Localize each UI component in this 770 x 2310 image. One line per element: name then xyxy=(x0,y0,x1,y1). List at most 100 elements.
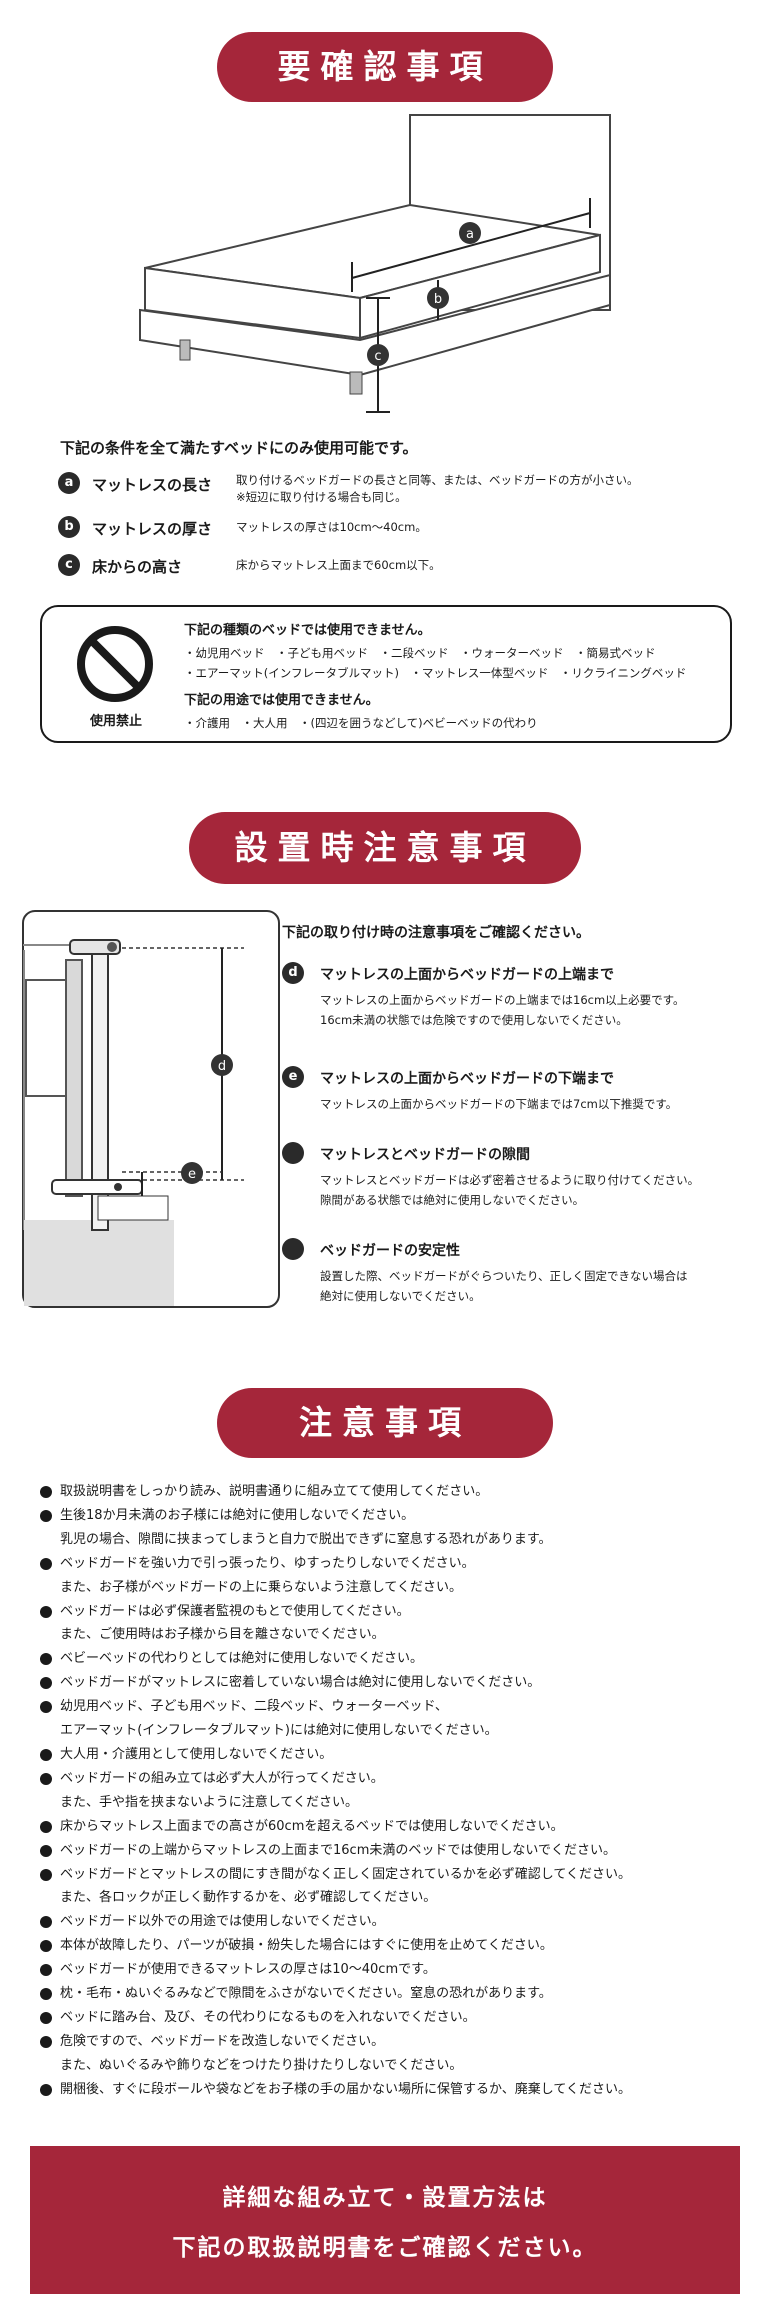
bullet-icon xyxy=(40,1486,52,1498)
bullet-icon xyxy=(40,1557,52,1570)
footer-line-1: 詳細な組み立て・設置方法は xyxy=(222,2185,548,2211)
caution-item: 大人用・介護用として使用しないでください。 xyxy=(40,1743,750,1767)
bullet-icon xyxy=(282,1238,304,1260)
condition-a: a マットレスの長さ 取り付けるベッドガードの長さと同等、または、ベッドガードの… xyxy=(58,472,738,504)
caution-text: ベッドガードは必ず保護者監視のもとで使用してください。 xyxy=(60,1603,410,1619)
condition-label: マットレスの長さ xyxy=(92,476,213,494)
bullet-icon xyxy=(40,1748,52,1761)
bullet-icon xyxy=(282,1142,304,1164)
instruction-text: マットレスの上面からベッドガードの下端までは7cm以下推奨です。 xyxy=(320,1097,678,1111)
bullet-icon xyxy=(40,1653,52,1666)
caution-text: ベッドガードの上端からマットレスの上面まで16cm未満のベッドでは使用しないでく… xyxy=(60,1842,616,1858)
bullet-icon xyxy=(40,2011,52,2024)
prohibition-line-3: ・介護用 ・大人用 ・(四辺を囲うなどして)ベビーベッドの代わり xyxy=(184,716,538,730)
guard-installation-diagram: d e xyxy=(22,910,280,1308)
section-title-cautions: 注意事項 xyxy=(217,1388,553,1458)
prohibition-heading-2: 下記の用途では使用できません。 xyxy=(184,693,379,708)
instruction-text: 16cm未満の状態では危険ですので使用しないでください。 xyxy=(320,1013,628,1027)
condition-label: マットレスの厚さ xyxy=(92,520,213,538)
caution-text: 大人用・介護用として使用しないでください。 xyxy=(60,1746,333,1762)
condition-desc: 取り付けるベッドガードの長さと同等、または、ベッドガードの方が小さい。 xyxy=(236,473,639,487)
prohibition-line-1: ・幼児用ベッド ・子ども用ベッド ・二段ベッド ・ウォーターベッド ・簡易式ベッ… xyxy=(184,646,656,660)
bullet-icon xyxy=(40,1940,52,1953)
condition-desc: 床からマットレス上面まで60cm以下。 xyxy=(236,558,441,572)
badge-a: a xyxy=(58,472,80,494)
caution-text: ベッドガードを強い力で引っ張ったり、ゆすったりしないでください。 xyxy=(60,1555,475,1571)
bullet-icon xyxy=(40,1677,52,1690)
caution-text: 生後18か月未満のお子様には絶対に使用しないでください。 xyxy=(60,1507,415,1523)
prohibition-line-2: ・エアーマット(インフレータブルマット) ・マットレス一体型ベッド ・リクライニ… xyxy=(184,666,687,680)
caution-list: 取扱説明書をしっかり読み、説明書通りに組み立てて使用してください。生後18か月未… xyxy=(40,1480,750,2102)
svg-text:c: c xyxy=(374,349,381,364)
caution-text: ベッドに踏み台、及び、その代わりになるものを入れないでください。 xyxy=(60,2009,476,2025)
caution-item: ベッドガード以外での用途では使用しないでください。 xyxy=(40,1910,750,1934)
label-b: b xyxy=(427,287,449,309)
caution-text: また、ご使用時はお子様から目を離さないでください。 xyxy=(60,1627,385,1643)
caution-item: 枕・毛布・ぬいぐるみなどで隙間をふさがないでください。窒息の恐れがあります。 xyxy=(40,1982,750,2006)
caution-item: また、手や指を挟まないように注意してください。 xyxy=(40,1791,750,1815)
prohibition-label: 使用禁止 xyxy=(89,714,142,729)
label-e: e xyxy=(181,1162,203,1184)
bullet-icon xyxy=(40,1844,52,1857)
badge-d: d xyxy=(282,962,304,984)
bullet-icon xyxy=(40,1868,52,1881)
instruction-text: マットレスとベッドガードは必ず密着させるように取り付けてください。 xyxy=(320,1173,700,1187)
caution-item: 本体が故障したり、パーツが破損・紛失した場合にはすぐに使用を止めてください。 xyxy=(40,1934,750,1958)
svg-text:e: e xyxy=(188,1167,196,1182)
svg-text:b: b xyxy=(434,292,442,307)
footer-line-2: 下記の取扱説明書をご確認ください。 xyxy=(172,2235,598,2261)
caution-item: ベビーベッドの代わりとしては絶対に使用しないでください。 xyxy=(40,1647,750,1671)
caution-text: また、ぬいぐるみや飾りなどをつけたり掛けたりしないでください。 xyxy=(60,2057,463,2073)
instruction-heading: マットレスの上面からベッドガードの上端まで xyxy=(320,967,614,983)
section-title-check: 要確認事項 xyxy=(217,32,553,102)
caution-text: 取扱説明書をしっかり読み、説明書通りに組み立てて使用してください。 xyxy=(60,1484,489,1499)
prohibition-heading-1: 下記の種類のベッドでは使用できません。 xyxy=(184,623,431,638)
caution-text: 乳児の場合、隙間に挟まってしまうと自力で脱出できずに窒息する恐れがあります。 xyxy=(60,1531,552,1547)
caution-text: ベッドガードの組み立ては必ず大人が行ってください。 xyxy=(60,1770,384,1786)
caution-item: 取扱説明書をしっかり読み、説明書通りに組み立てて使用してください。 xyxy=(40,1480,750,1504)
bullet-icon xyxy=(40,2083,52,2096)
bullet-icon xyxy=(40,1916,52,1929)
bullet-icon xyxy=(40,1772,52,1785)
caution-text: 床からマットレス上面までの高さが60cmを超えるベッドでは使用しないでください。 xyxy=(60,1818,564,1834)
caution-text: ベッドガード以外での用途では使用しないでください。 xyxy=(60,1914,385,1930)
caution-item: 乳児の場合、隙間に挟まってしまうと自力で脱出できずに窒息する恐れがあります。 xyxy=(40,1528,750,1552)
instruction-text: マットレスの上面からベッドガードの上端までは16cm以上必要です。 xyxy=(320,993,685,1007)
caution-text: 本体が故障したり、パーツが破損・紛失した場合にはすぐに使用を止めてください。 xyxy=(60,1938,553,1954)
caution-text: また、手や指を挟まないように注意してください。 xyxy=(60,1794,358,1810)
caution-item: また、ご使用時はお子様から目を離さないでください。 xyxy=(40,1623,750,1647)
condition-b: b マットレスの厚さ マットレスの厚さは10cm〜40cm。 xyxy=(58,516,738,542)
bullet-icon xyxy=(40,1509,52,1522)
condition-note: ※短辺に取り付ける場合も同じ。 xyxy=(236,490,407,504)
caution-text: また、お子様がベッドガードの上に乗らないよう注意してください。 xyxy=(60,1579,462,1595)
svg-text:a: a xyxy=(466,227,474,242)
caution-item: 床からマットレス上面までの高さが60cmを超えるベッドでは使用しないでください。 xyxy=(40,1815,750,1839)
caution-item: ベッドガードは必ず保護者監視のもとで使用してください。 xyxy=(40,1600,750,1624)
caution-text: また、各ロックが正しく動作するかを、必ず確認してください。 xyxy=(60,1890,437,1906)
caution-item: ベッドガードがマットレスに密着していない場合は絶対に使用しないでください。 xyxy=(40,1671,750,1695)
svg-text:d: d xyxy=(218,1059,226,1074)
condition-desc: マットレスの厚さは10cm〜40cm。 xyxy=(236,520,427,534)
conditions-title: 下記の条件を全て満たすベッドにのみ使用可能です。 xyxy=(60,439,418,457)
instruction-heading: ベッドガードの安定性 xyxy=(320,1243,460,1259)
caution-item: 開梱後、すぐに段ボールや袋などをお子様の手の届かない場所に保管するか、廃棄してく… xyxy=(40,2078,750,2102)
condition-label: 床からの高さ xyxy=(92,558,183,576)
installation-intro: 下記の取り付け時の注意事項をご確認ください。 xyxy=(282,925,590,941)
instruction-heading: マットレスの上面からベッドガードの下端まで xyxy=(320,1071,614,1087)
caution-text: ベッドガードとマットレスの間にすき間がなく正しく固定されているかを必ず確認してく… xyxy=(60,1866,631,1882)
instruction-text: 設置した際、ベッドガードがぐらついたり、正しく固定できない場合は xyxy=(320,1269,688,1283)
caution-text: 危険ですので、ベッドガードを改造しないでください。 xyxy=(60,2033,385,2049)
caution-item: ベッドガードを強い力で引っ張ったり、ゆすったりしないでください。 xyxy=(40,1552,750,1576)
bullet-icon xyxy=(40,1820,52,1833)
caution-text: 枕・毛布・ぬいぐるみなどで隙間をふさがないでください。窒息の恐れがあります。 xyxy=(60,1986,552,2002)
instruction-heading: マットレスとベッドガードの隙間 xyxy=(320,1147,530,1163)
caution-text: ベッドガードがマットレスに密着していない場合は絶対に使用しないでください。 xyxy=(60,1675,541,1691)
instruction-text: 隙間がある状態では絶対に使用しないでください。 xyxy=(320,1193,585,1207)
label-a: a xyxy=(459,222,481,244)
bullet-icon xyxy=(40,1605,52,1618)
caution-item: ベッドに踏み台、及び、その代わりになるものを入れないでください。 xyxy=(40,2006,750,2030)
caution-item: また、ぬいぐるみや飾りなどをつけたり掛けたりしないでください。 xyxy=(40,2054,750,2078)
caution-item: ベッドガードの組み立ては必ず大人が行ってください。 xyxy=(40,1767,750,1791)
caution-item: 幼児用ベッド、子ども用ベッド、二段ベッド、ウォーターベッド、 xyxy=(40,1695,750,1719)
caution-item: また、各ロックが正しく動作するかを、必ず確認してください。 xyxy=(40,1886,750,1910)
